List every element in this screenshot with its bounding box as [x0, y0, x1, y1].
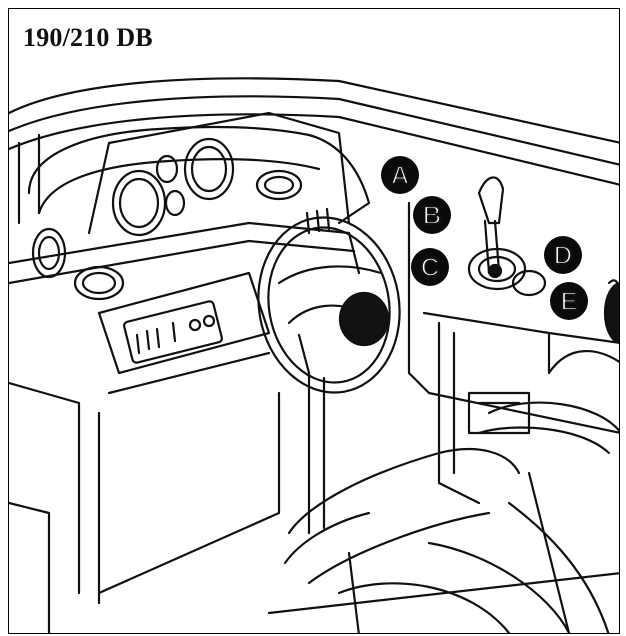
- callout-a: A: [381, 156, 419, 194]
- callout-b-label: B: [423, 200, 442, 230]
- callout-e-label: E: [560, 286, 577, 316]
- gauge-cluster: [31, 137, 303, 301]
- callout-a-label: A: [391, 160, 410, 190]
- callout-c-label: C: [421, 252, 440, 282]
- helm-seat: [267, 401, 619, 633]
- callout-b: B: [413, 196, 451, 234]
- callout-e: E: [550, 282, 588, 320]
- callout-d-label: D: [554, 240, 573, 270]
- steering-wheel: [257, 207, 401, 394]
- console: [97, 201, 619, 595]
- windshield-frame: [9, 77, 619, 225]
- dashboard: [9, 111, 371, 633]
- callout-d: D: [544, 236, 582, 274]
- helm-illustration: A B C D E: [9, 77, 619, 633]
- switch-panel: [123, 300, 223, 364]
- page-title: 190/210 DB: [23, 23, 153, 52]
- diagram-frame: 190/210 DB: [8, 8, 620, 634]
- callout-c: C: [411, 248, 449, 286]
- throttle-control: [467, 176, 619, 344]
